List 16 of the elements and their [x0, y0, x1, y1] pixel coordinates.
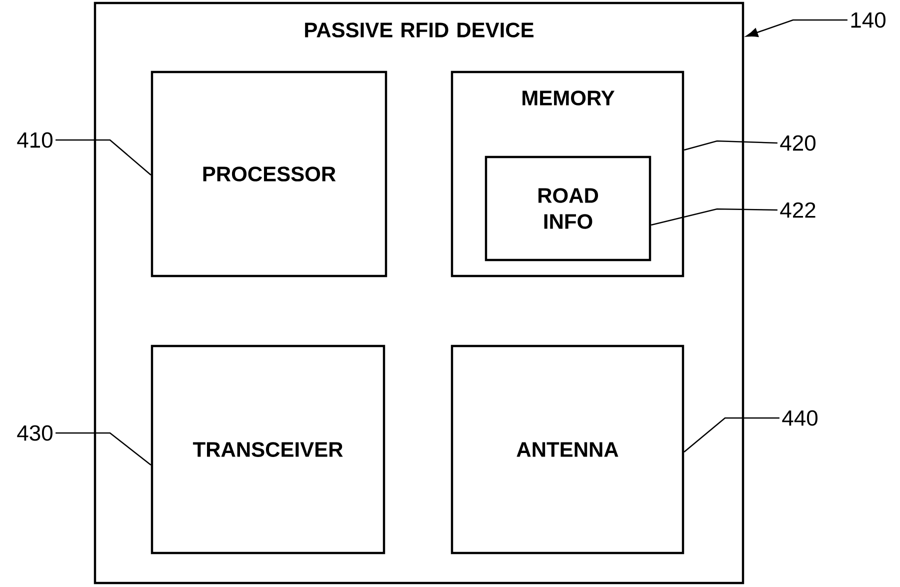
leader-line	[684, 417, 780, 452]
reference-numeral: 430	[17, 425, 52, 441]
reference-numeral: 410	[17, 132, 52, 148]
leader-line	[56, 139, 152, 176]
leader-line	[684, 140, 778, 151]
antenna-box: ANTENNA	[450, 344, 684, 554]
reference-numeral: 420	[780, 135, 816, 151]
leader-arrow	[746, 19, 848, 37]
reference-numeral: 140	[851, 12, 886, 28]
leader-line	[56, 432, 152, 466]
processor-box: PROCESSOR	[150, 70, 388, 278]
reference-numeral: 422	[780, 202, 816, 218]
data-box: ROAD INFO	[484, 156, 652, 262]
leader-line	[650, 208, 778, 226]
transceiver-box: TRANSCEIVER	[150, 344, 386, 554]
reference-numeral: 440	[782, 410, 818, 426]
